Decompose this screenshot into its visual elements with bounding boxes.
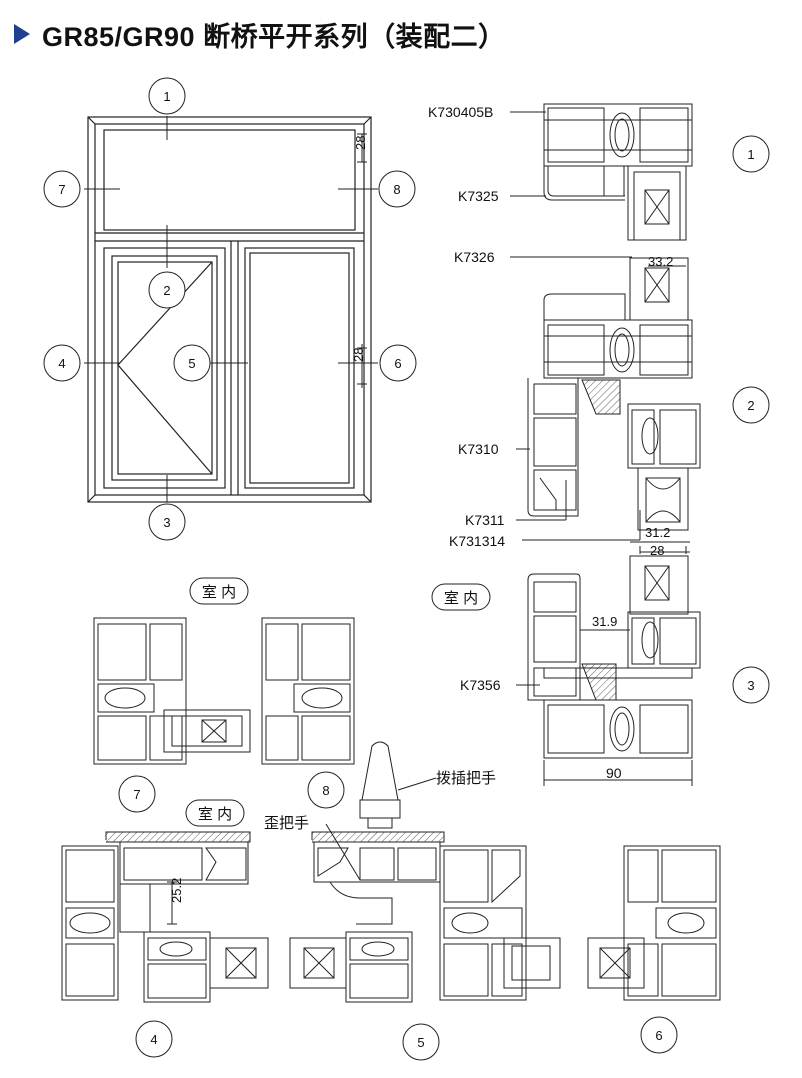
dim-31-2: 31.2 (645, 525, 670, 540)
bottom-marker-5: 5 (417, 1035, 424, 1050)
elev-dim-top: 28 (353, 136, 368, 150)
marker-6: 6 (394, 356, 401, 371)
fixed-glass (244, 247, 355, 489)
marker-4-circle (43, 344, 81, 382)
label-plug-handle: 拨插把手 (436, 770, 496, 787)
marker-3: 3 (163, 515, 170, 530)
marker-7b-circle (118, 775, 156, 813)
marker-8: 8 (393, 182, 400, 197)
opening-sash (103, 247, 226, 489)
transom-glass (103, 129, 356, 231)
page-header: GR85/GR90 断桥平开系列（装配二） (14, 14, 506, 54)
header-arrow-icon (14, 24, 30, 44)
marker-7-circle (43, 170, 81, 208)
section-2-marker: 2 (747, 398, 754, 413)
indoor-badge-right (431, 583, 491, 611)
dim-25-2: 25.2 (169, 878, 184, 903)
section-2-profile (527, 257, 701, 531)
outer-frame (87, 116, 372, 503)
section-4-profile (61, 831, 269, 1003)
marker-6b-circle (640, 1016, 678, 1054)
bottom-marker-8: 8 (322, 783, 329, 798)
label-K731314: K731314 (449, 533, 505, 549)
dim-28-section: 28 (650, 543, 664, 558)
label-K7326: K7326 (454, 249, 495, 265)
marker-6-circle (379, 344, 417, 382)
marker-8b-circle (307, 771, 345, 809)
section-3-profile (527, 555, 701, 759)
section-1-marker: 1 (747, 147, 754, 162)
indoor-badge-mid-text: 室 内 (198, 806, 232, 823)
marker-3b-circle (732, 666, 770, 704)
marker-1-circle (148, 77, 186, 115)
label-bent-handle: 歪把手 (264, 815, 309, 832)
marker-1: 1 (163, 89, 170, 104)
marker-5b-circle (402, 1023, 440, 1061)
label-K7325: K7325 (458, 188, 499, 204)
section-8-profile (261, 617, 355, 765)
section-3-marker: 3 (747, 678, 754, 693)
section-1-profile (543, 103, 693, 241)
indoor-badge-right-text: 室 内 (444, 590, 478, 607)
dim-31-9: 31.9 (592, 614, 617, 629)
indoor-badge-top (189, 577, 249, 605)
plug-handle (359, 741, 401, 829)
bottom-marker-4: 4 (150, 1032, 157, 1047)
label-K7356: K7356 (460, 677, 501, 693)
section-6-profile (587, 845, 721, 1001)
indoor-badge-mid (185, 799, 245, 827)
section-5-profile (289, 831, 561, 1003)
label-K7311: K7311 (465, 512, 505, 528)
marker-7: 7 (58, 182, 65, 197)
dim-90: 90 (606, 765, 622, 781)
section-7-profile (93, 617, 251, 765)
marker-2-circle (148, 271, 186, 309)
indoor-badge-top-text: 室 内 (202, 584, 236, 601)
marker-4: 4 (58, 356, 65, 371)
marker-1b-circle (732, 135, 770, 173)
bottom-marker-7: 7 (133, 787, 140, 802)
marker-8-circle (378, 170, 416, 208)
marker-5-circle (173, 344, 211, 382)
label-K7310: K7310 (458, 441, 499, 457)
elev-dim-right: 28 (351, 348, 366, 362)
label-K730405B: K730405B (428, 104, 493, 120)
marker-5: 5 (188, 356, 195, 371)
page-title: GR85/GR90 断桥平开系列（装配二） (42, 21, 506, 52)
bottom-marker-6: 6 (655, 1028, 662, 1043)
marker-3-circle (148, 503, 186, 541)
window-elevation (87, 116, 372, 503)
dim-33-2: 33.2 (648, 254, 673, 269)
marker-2: 2 (163, 283, 170, 298)
marker-2b-circle (732, 386, 770, 424)
marker-4b-circle (135, 1020, 173, 1058)
